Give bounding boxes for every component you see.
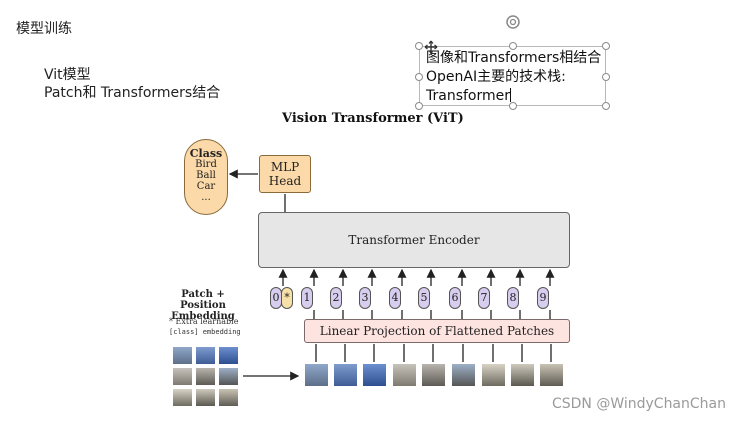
textbox-line-3-text: Transformer [426, 88, 511, 104]
image-patch [172, 346, 193, 365]
transformer-encoder-box: Transformer Encoder [258, 212, 570, 268]
sequence-patch [539, 363, 564, 387]
linear-projection-box: Linear Projection of Flattened Patches [304, 319, 570, 343]
position-token: 1 [301, 287, 313, 309]
extra-note-line-2: [class] embedding [169, 328, 241, 336]
extra-embedding-note: * Extra learnable [class] embedding [169, 317, 241, 337]
mlp-head-line-1: MLP [270, 160, 300, 174]
image-patch [195, 346, 216, 365]
position-token: 9 [537, 287, 549, 309]
resize-handle-sw[interactable] [415, 102, 423, 110]
text-cursor [510, 88, 512, 102]
mlp-head-box: MLP Head [259, 155, 311, 193]
resize-handle-n[interactable] [509, 42, 517, 50]
class-token: * [281, 287, 293, 309]
projection-label: Linear Projection of Flattened Patches [319, 324, 555, 338]
patch-position-label-line-1: Patch + Position [180, 289, 226, 311]
class-item: Bird [195, 159, 217, 170]
sequence-patch [481, 363, 506, 387]
textbox-line-1: 图像和Transformers相结合 [426, 50, 602, 66]
position-token: 2 [330, 287, 342, 309]
image-patch [195, 367, 216, 386]
watermark: CSDN @WindyChanChan [551, 396, 726, 412]
sequence-patch [392, 363, 417, 387]
textbox-line-2: OpenAI主要的技术栈: [426, 69, 566, 85]
class-box-title: Class [189, 147, 223, 160]
sequence-patch [304, 363, 329, 387]
image-patch [172, 367, 193, 386]
encoder-label: Transformer Encoder [348, 233, 480, 247]
extra-note-line-1: * Extra learnable [169, 317, 239, 326]
position-token: 8 [507, 287, 519, 309]
sequence-patch [333, 363, 358, 387]
resize-handle-se[interactable] [602, 102, 610, 110]
textbox-line-3: Transformer [426, 87, 605, 106]
resize-handle-e[interactable] [602, 73, 610, 81]
rotate-handle-icon[interactable] [505, 14, 521, 30]
position-token: 6 [449, 287, 461, 309]
position-token: 5 [418, 287, 430, 309]
image-patch [195, 388, 216, 407]
resize-handle-nw[interactable] [415, 42, 423, 50]
image-patch [218, 367, 239, 386]
mlp-head-line-2: Head [268, 174, 302, 188]
subtitle-line-1: Vit模型 [44, 67, 91, 83]
slide-title: 模型训练 [16, 21, 72, 37]
patch-position-label-line-2: Embedding [171, 311, 235, 322]
position-token: 4 [389, 287, 401, 309]
class-item: Ball [196, 170, 216, 181]
patch-position-label: Patch + Position Embedding [160, 289, 246, 322]
image-patch [218, 388, 239, 407]
position-token: 3 [359, 287, 371, 309]
diagram-title: Vision Transformer (ViT) [282, 111, 464, 126]
class-item: Car [196, 181, 216, 192]
sequence-patch [451, 363, 476, 387]
position-token: 7 [478, 287, 490, 309]
subtitle-line-2: Patch和 Transformers结合 [44, 85, 221, 101]
image-patch [218, 346, 239, 365]
move-cursor-icon [424, 40, 438, 54]
resize-handle-s[interactable] [509, 102, 517, 110]
class-output-box: Class Bird Ball Car ... [184, 139, 228, 215]
resize-handle-ne[interactable] [602, 42, 610, 50]
sequence-patch [362, 363, 387, 387]
sequence-patch [510, 363, 535, 387]
resize-handle-w[interactable] [415, 73, 423, 81]
sequence-patch [421, 363, 446, 387]
image-patch [172, 388, 193, 407]
class-item: ... [201, 192, 211, 203]
